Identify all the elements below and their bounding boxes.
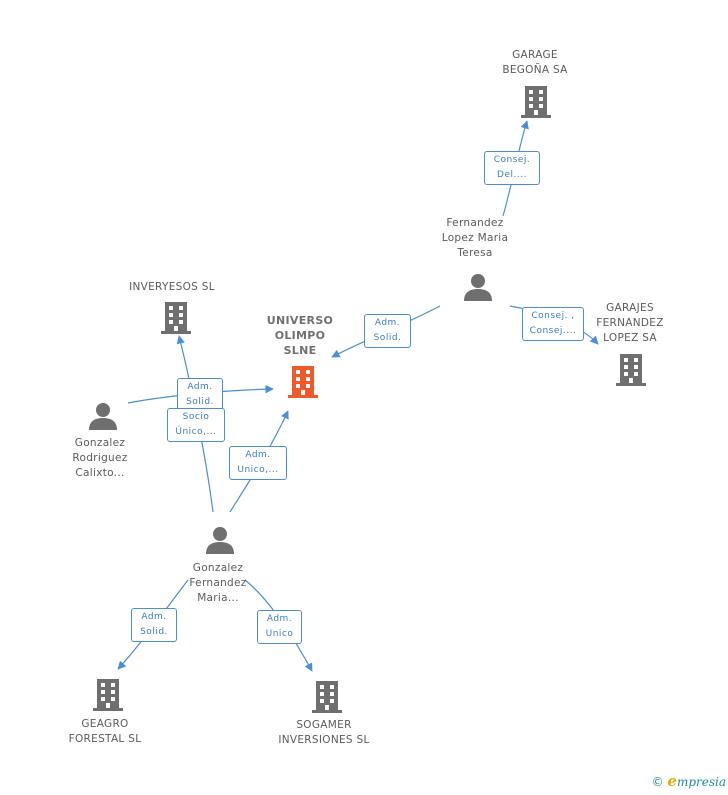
brand-logo-text: empresia [667, 772, 726, 790]
label-line: FORESTAL SL [68, 733, 142, 745]
edge-label-line: Adm. [266, 614, 293, 624]
edge-label-consej-del[interactable]: Consej. Del.... [484, 151, 540, 185]
node-label-gonzalez-rodriguez[interactable]: Gonzalez Rodriguez Calixto... [45, 436, 155, 481]
person-icon [464, 274, 492, 301]
node-label-inveryesos[interactable]: INVERYESOS SL [112, 280, 232, 295]
node-label-garajes-fernandez[interactable]: GARAJES FERNANDEZ LOPEZ SA [575, 301, 685, 346]
edge-label-line: Adm. [374, 318, 401, 328]
label-line: SLNE [283, 344, 317, 357]
copyright-symbol: © [651, 775, 664, 789]
label-line: GARAJES [606, 302, 654, 314]
edge-label-line: Unico,... [237, 465, 279, 475]
edge-label-line: Adm. [187, 382, 213, 392]
label-line: SOGAMER [296, 719, 352, 731]
building-icon [616, 354, 646, 386]
person-icon [206, 527, 234, 554]
label-line: Fernandez [189, 577, 247, 589]
edge-label-adm-solid-gonzalez[interactable]: Adm. Solid. [177, 378, 223, 412]
label-line: OLIMPO [274, 329, 326, 342]
edge-label-line: Unico [265, 629, 294, 639]
label-line: Fernandez [446, 217, 504, 229]
label-line: INVERYESOS SL [129, 281, 215, 293]
label-line: Gonzalez [74, 437, 126, 449]
edge-label-socio-unico[interactable]: Socio Único,... [167, 408, 225, 442]
label-line: Lopez Maria [441, 232, 509, 244]
edge-label-line: Socio [182, 412, 210, 422]
label-line: Rodriguez [72, 452, 128, 464]
edge-label-line: Adm. [245, 450, 271, 460]
brand-watermark: © empresia [652, 772, 726, 790]
building-icon [161, 302, 191, 334]
label-line: Gonzalez [192, 562, 244, 574]
label-line: GARAGE [512, 49, 558, 61]
edge-label-line: Solid. [373, 333, 402, 343]
node-label-garage-begona[interactable]: GARAGE BEGOÑA SA [480, 48, 590, 78]
building-icon [93, 679, 123, 711]
brand-logo-initial: e [667, 772, 677, 790]
edge-label-line: Consej. , [531, 311, 575, 321]
edge-label-adm-unico-sogamer[interactable]: Adm. Unico [257, 610, 302, 644]
edge-label-line: Adm. [141, 612, 167, 622]
label-line: UNIVERSO [266, 314, 334, 327]
edge-label-adm-unico-main[interactable]: Adm. Unico,... [229, 446, 287, 480]
building-icon [288, 366, 318, 398]
node-label-gonzalez-fernandez[interactable]: Gonzalez Fernandez Maria... [163, 561, 273, 606]
edge-label-consej-consej[interactable]: Consej. , Consej.... [522, 307, 584, 341]
label-line: LOPEZ SA [603, 332, 657, 344]
label-line: Teresa [457, 247, 493, 259]
node-label-fernandez-lopez[interactable]: Fernandez Lopez Maria Teresa [420, 216, 530, 261]
edge-label-line: Consej. [493, 155, 531, 165]
person-icon [89, 403, 117, 430]
brand-logo-rest: mpresia [676, 775, 726, 789]
label-line: FERNANDEZ [596, 317, 664, 329]
edge-label-line: Solid. [186, 397, 214, 407]
edge-label-line: Solid. [140, 627, 168, 637]
edge-label-line: Del.... [497, 170, 527, 180]
building-icon [312, 681, 342, 713]
label-line: INVERSIONES SL [278, 734, 370, 746]
label-line: GEAGRO [81, 718, 129, 730]
building-icon [521, 86, 551, 118]
edge-label-adm-solid-geagro[interactable]: Adm. Solid. [131, 608, 177, 642]
edge-label-line: Único,... [175, 427, 217, 437]
label-line: Maria... [197, 592, 239, 604]
edge-label-adm-solid-fernandez[interactable]: Adm. Solid. [364, 314, 411, 348]
label-line: Calixto... [75, 467, 125, 479]
node-label-sogamer[interactable]: SOGAMER INVERSIONES SL [264, 718, 384, 748]
edge-label-line: Consej.... [529, 326, 577, 336]
node-label-universo-olimpo[interactable]: UNIVERSO OLIMPO SLNE [250, 313, 350, 358]
label-line: BEGOÑA SA [502, 64, 568, 76]
node-label-geagro[interactable]: GEAGRO FORESTAL SL [50, 717, 160, 747]
